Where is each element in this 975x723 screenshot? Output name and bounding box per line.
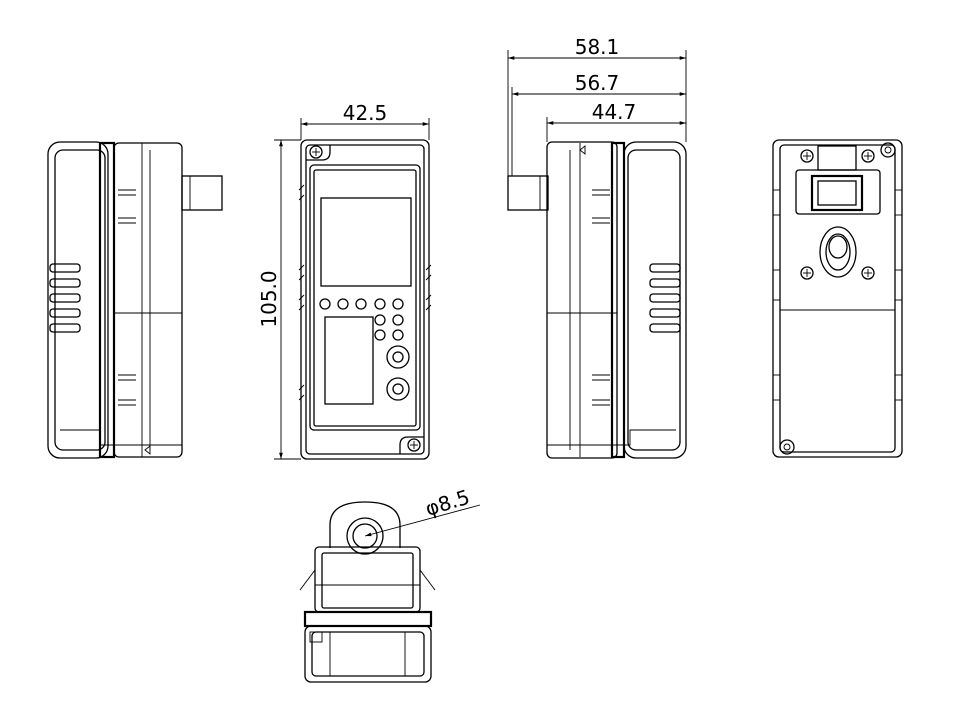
- right-side-view: [507, 141, 687, 459]
- back-oval-mount: [819, 226, 857, 278]
- vent-slots-left: [49, 263, 81, 333]
- dimension-front-height: 105.0: [257, 139, 301, 460]
- body-depth-label: 44.7: [592, 100, 637, 124]
- port-diameter-label: φ8.5: [422, 485, 472, 521]
- front-round-knobs: [386, 345, 410, 401]
- bottom-view: [299, 501, 436, 683]
- dimension-port-diameter: φ8.5: [364, 485, 481, 537]
- back-view: [772, 139, 903, 458]
- front-view: [298, 139, 432, 460]
- dimension-mid-depth: 56.7: [511, 71, 686, 176]
- screw-bottom-right: [407, 438, 421, 452]
- front-display-window: [320, 197, 412, 287]
- back-screws: [779, 142, 896, 455]
- mid-depth-label: 56.7: [575, 71, 620, 95]
- front-lower-window: [324, 316, 374, 405]
- vent-slots-right: [649, 263, 681, 333]
- front-width-label: 42.5: [343, 101, 388, 125]
- overall-depth-label: 58.1: [575, 35, 620, 59]
- front-height-label: 105.0: [257, 270, 281, 327]
- dimension-body-depth: 44.7: [546, 100, 686, 142]
- front-button-grid: [319, 298, 404, 341]
- screw-top-left: [309, 145, 323, 159]
- dimension-front-width: 42.5: [300, 101, 430, 140]
- dimension-overall-depth: 58.1: [507, 35, 687, 176]
- left-side-view: [47, 141, 223, 459]
